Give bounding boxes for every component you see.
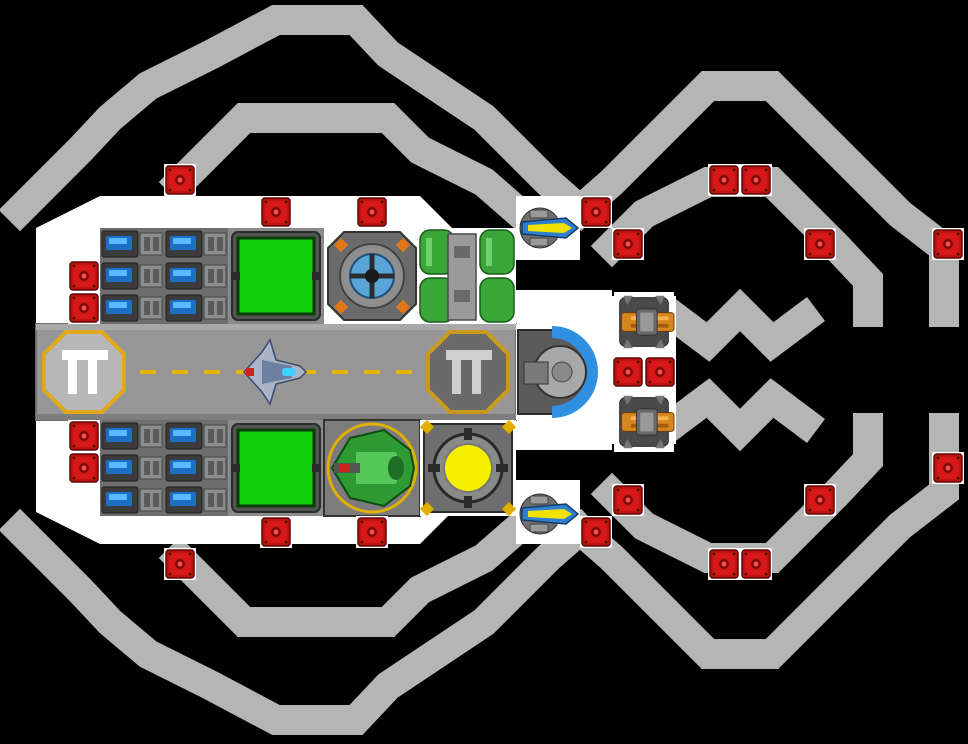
outer-hull-outline [0,4,959,735]
shuttle-ship-icon[interactable] [242,338,308,406]
thruster-block-icon[interactable] [580,196,612,228]
thruster-block-icon[interactable] [804,484,836,516]
thruster-block-icon[interactable] [68,420,100,452]
cargo-panel-bottom[interactable] [228,420,324,516]
gatling-turret-bottom[interactable] [613,392,675,452]
helipad-icon [446,350,492,394]
fighter-ship-icon[interactable] [323,419,421,517]
gatling-turret-top[interactable] [613,292,675,352]
thruster-block-icon[interactable] [932,452,964,484]
thruster-block-icon[interactable] [708,548,740,580]
thruster-block-icon[interactable] [740,164,772,196]
thruster-block-icon[interactable] [260,516,292,548]
laser-cannon-bottom[interactable] [516,486,580,542]
thruster-block-icon[interactable] [804,228,836,260]
shield-generator-icon[interactable] [324,228,420,324]
helipad-icon [62,350,108,394]
thruster-block-icon[interactable] [932,228,964,260]
thruster-block-icon[interactable] [164,164,196,196]
thruster-block-icon[interactable] [612,228,644,260]
thruster-block-icon[interactable] [356,516,388,548]
thruster-block-icon[interactable] [740,548,772,580]
thruster-block-icon[interactable] [708,164,740,196]
thruster-block-icon[interactable] [68,452,100,484]
cockpit-dome-icon[interactable] [516,324,612,420]
thruster-block-icon[interactable] [68,260,100,292]
cargo-panel-top[interactable] [228,228,324,324]
laser-cannon-top[interactable] [516,200,580,256]
thruster-block-icon[interactable] [644,356,676,388]
thruster-block-icon[interactable] [612,484,644,516]
thruster-block-icon[interactable] [164,548,196,580]
thruster-block-icon[interactable] [612,356,644,388]
reactor-icon[interactable] [419,419,517,517]
thruster-block-icon[interactable] [580,516,612,548]
thruster-block-icon[interactable] [356,196,388,228]
thruster-block-icon[interactable] [68,292,100,324]
battery-bank-bottom[interactable] [100,420,228,516]
battery-bank-top[interactable] [100,228,228,324]
helipad-left[interactable] [42,330,126,414]
fuel-tank-icon[interactable] [419,228,516,324]
thruster-block-icon[interactable] [260,196,292,228]
helipad-right[interactable] [426,330,510,414]
